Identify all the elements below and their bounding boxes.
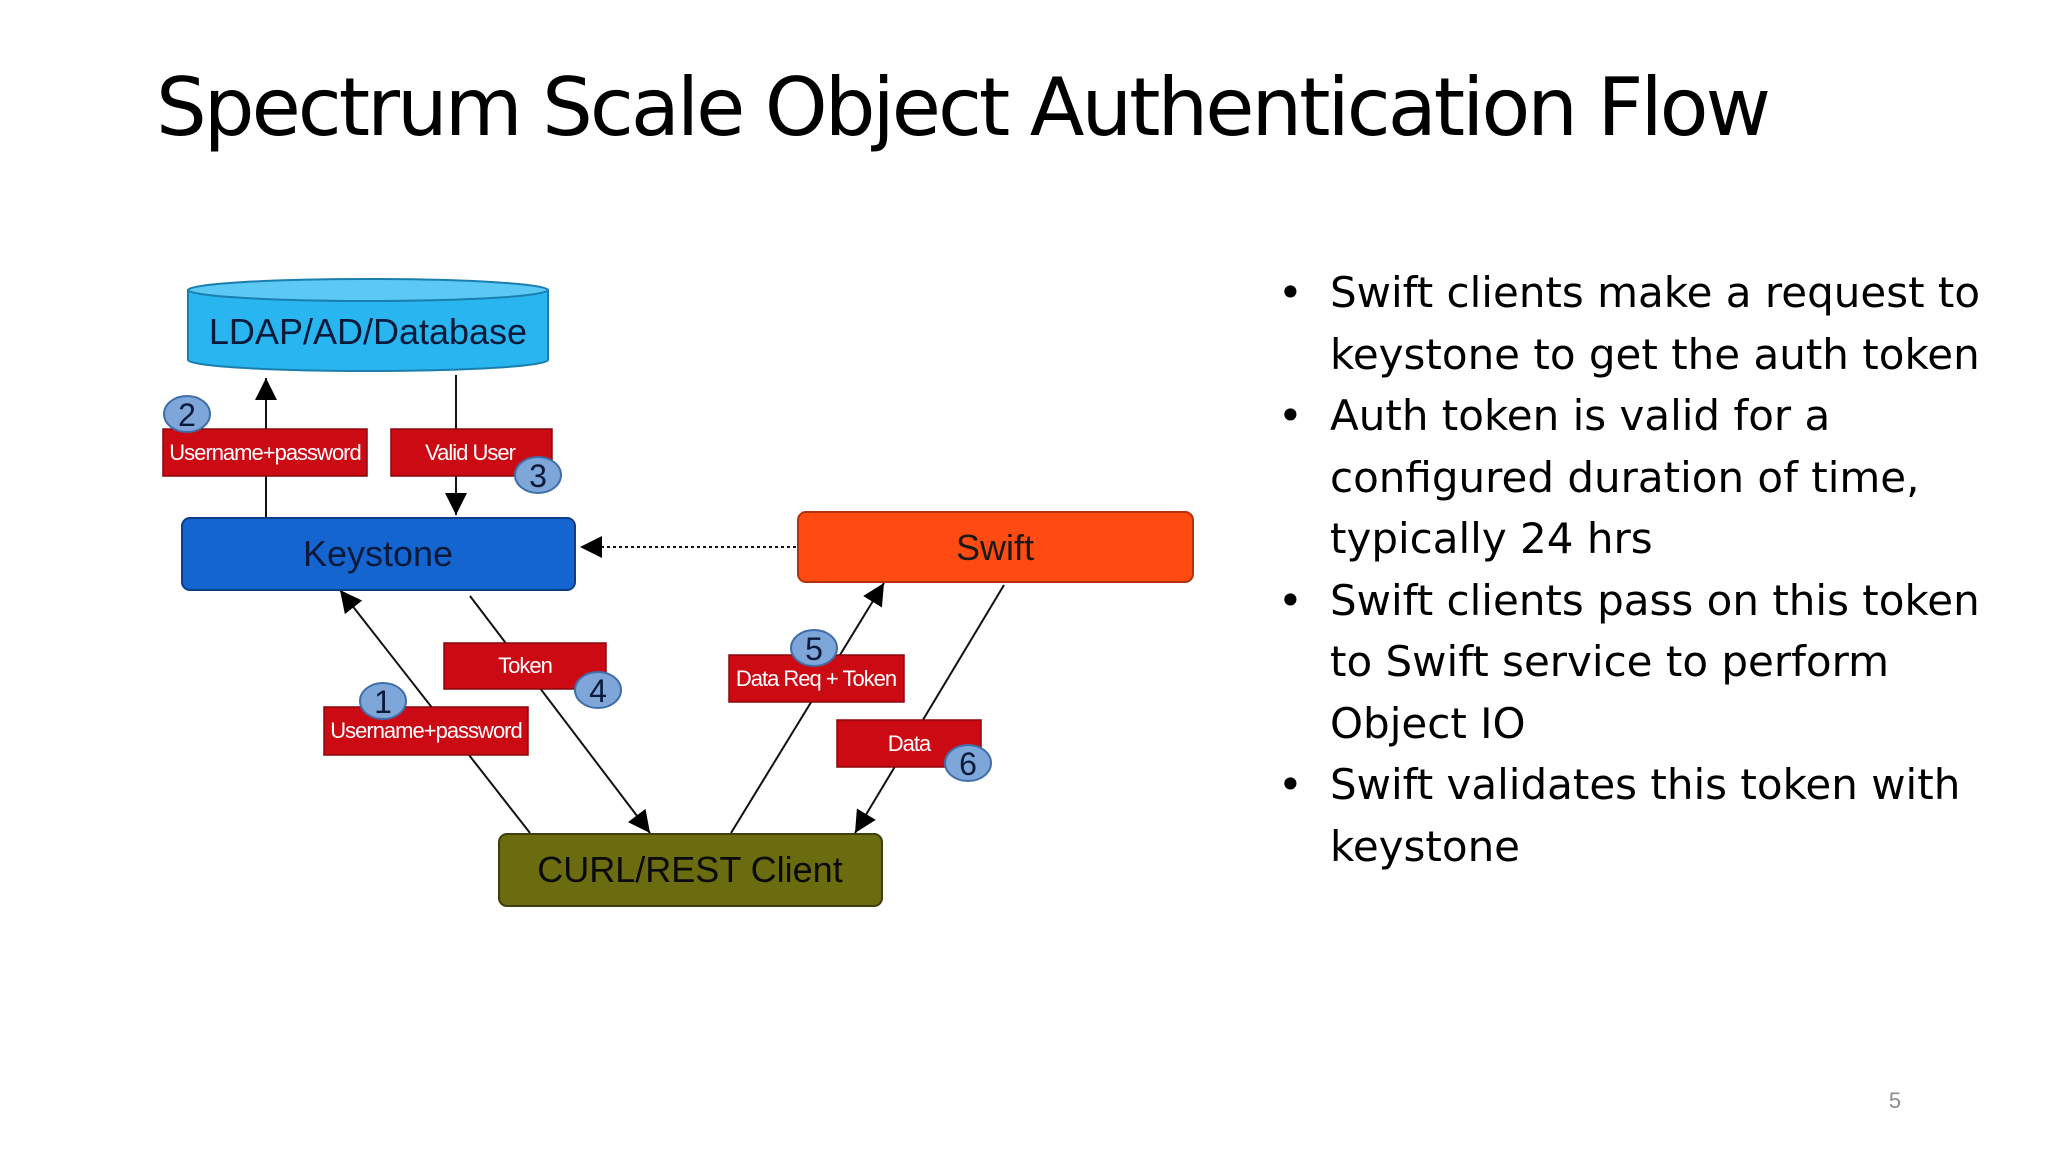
page-number: 5 [1888, 1088, 1902, 1113]
step-3-badge: 3 [514, 456, 562, 494]
step-labels: Username+password Valid User Token Usern… [162, 428, 982, 768]
client-box [498, 833, 883, 907]
keystone-label: Keystone [303, 533, 453, 574]
step-2-badge-number: 2 [178, 397, 196, 433]
step-2-label: Username+password [162, 428, 368, 477]
step-1-label-box [323, 706, 529, 756]
step-2-label-text: Username+password [169, 440, 360, 465]
keystone-box [181, 517, 576, 591]
step-6-badge-circle [944, 744, 992, 782]
step-4-badge: 4 [574, 671, 622, 709]
step-1-label-text: Username+password [330, 718, 521, 743]
step-1-badge-number: 1 [374, 684, 392, 720]
bullet-item: Swift clients make a request to keystone… [1278, 262, 1998, 385]
step-1-badge-circle [359, 682, 407, 720]
swift-node: Swift [797, 511, 1194, 583]
bullet-item: Swift clients pass on this token to Swif… [1278, 570, 1998, 755]
bullet-item: Auth token is valid for a configured dur… [1278, 385, 1998, 570]
step-4-badge-number: 4 [589, 673, 607, 709]
step-5-badge-number: 5 [805, 631, 823, 667]
database-cylinder-top [187, 278, 549, 302]
database-node: LDAP/AD/Database [187, 278, 549, 372]
step-6-badge-number: 6 [959, 746, 977, 782]
arrow-swift-to-client [854, 584, 1005, 834]
step-3-label-text: Valid User [425, 440, 516, 465]
arrow-keystone-to-client [469, 595, 651, 834]
step-2-badge: 2 [163, 395, 211, 433]
step-2-label-box [162, 428, 368, 477]
arrow-client-to-swift [730, 582, 885, 834]
step-5-badge-circle [790, 629, 838, 667]
step-4-label-text: Token [498, 653, 552, 678]
swift-label: Swift [956, 527, 1034, 568]
step-5-label: Data Req + Token [728, 654, 905, 703]
database-label: LDAP/AD/Database [209, 311, 527, 352]
client-label: CURL/REST Client [537, 849, 842, 890]
keystone-node: Keystone [181, 517, 576, 591]
bullet-list: Swift clients make a request to keystone… [1278, 262, 1998, 877]
step-6-badge: 6 [944, 744, 992, 782]
step-1-badge: 1 [359, 682, 407, 720]
step-6-label-text: Data [888, 731, 932, 756]
step-5-label-text: Data Req + Token [736, 666, 896, 691]
bullet-item: Swift validates this token with keystone [1278, 754, 1998, 877]
step-3-badge-number: 3 [529, 458, 547, 494]
client-node: CURL/REST Client [498, 833, 883, 907]
step-4-badge-circle [574, 671, 622, 709]
step-badges: 2 3 4 1 5 6 [163, 395, 992, 782]
step-3-badge-circle [514, 456, 562, 494]
slide-title: Spectrum Scale Object Authentication Flo… [156, 61, 1771, 154]
database-cylinder-body [187, 289, 549, 372]
step-1-label: Username+password [323, 706, 529, 756]
swift-box [797, 511, 1194, 583]
step-5-badge: 5 [790, 629, 838, 667]
step-2-badge-circle [163, 395, 211, 433]
